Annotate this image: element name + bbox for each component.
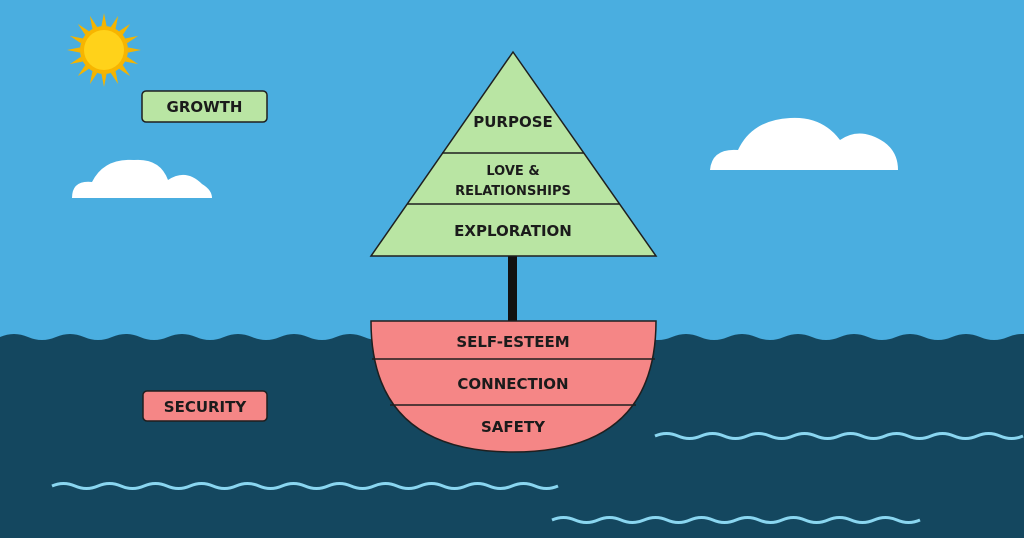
wave-icon [51, 482, 559, 490]
sun-ray [127, 47, 141, 53]
sun-ray [110, 15, 119, 29]
sun-ray [67, 47, 81, 53]
sun-ray [69, 56, 83, 65]
sail-level-love: LOVE & [486, 164, 539, 179]
cloud-icon [72, 159, 212, 198]
sail-pyramid: PURPOSE LOVE & RELATIONSHIPS EXPLORATION [369, 50, 658, 257]
sun-ray [69, 35, 83, 44]
sun-ray [119, 65, 131, 77]
boat-hull: SELF-ESTEEM CONNECTION SAFETY [370, 320, 657, 453]
sail-level-exploration: EXPLORATION [454, 222, 572, 240]
sun-ray [119, 23, 131, 35]
growth-label-text: GROWTH [167, 98, 243, 116]
sun-icon [67, 13, 141, 87]
sun-ray [101, 73, 107, 87]
sail-level-relationships: RELATIONSHIPS [455, 184, 571, 199]
hull-level-safety: SAFETY [481, 418, 546, 436]
cloud-icon [710, 117, 898, 170]
sun-ray [89, 71, 98, 85]
sun-ray [101, 13, 107, 27]
sun-ray [110, 71, 119, 85]
hull-level-connection: CONNECTION [457, 375, 568, 393]
security-label: SECURITY [142, 390, 268, 422]
sun-ray [125, 35, 139, 44]
sail-level-purpose: PURPOSE [473, 113, 553, 131]
sun-ray [77, 23, 89, 35]
wave-icon [654, 432, 1024, 440]
sun-ray [77, 65, 89, 77]
growth-label: GROWTH [141, 90, 268, 123]
sun-ray [125, 56, 139, 65]
sun-ray [89, 15, 98, 29]
mast [508, 256, 517, 322]
security-label-text: SECURITY [164, 398, 248, 416]
hull-level-self-esteem: SELF-ESTEEM [456, 333, 569, 351]
wave-icon [551, 516, 921, 524]
